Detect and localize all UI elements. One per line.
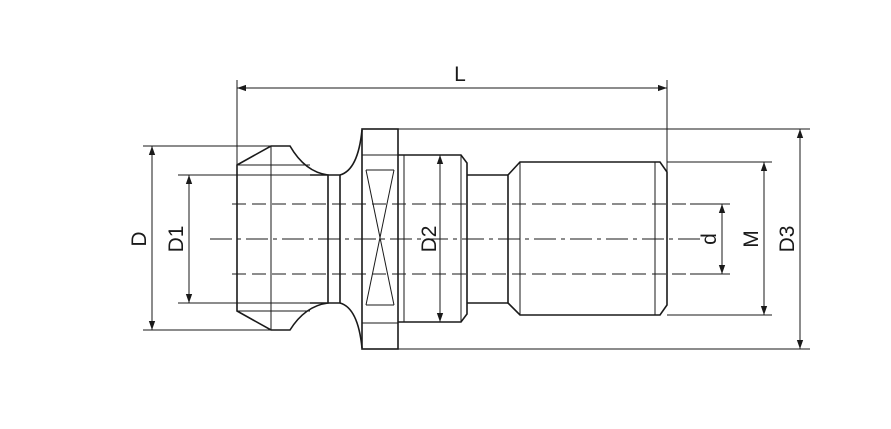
label-small-d: d (698, 233, 721, 245)
label-l: L (454, 63, 466, 86)
label-d3: D3 (776, 226, 799, 253)
flange-cross-b (365, 169, 395, 306)
thread-outline (507, 161, 668, 316)
label-d2: D2 (418, 226, 441, 253)
dimension-lines (148, 84, 804, 349)
collar-outline (339, 129, 363, 349)
label-d1: D1 (165, 226, 188, 253)
label-m: M (740, 230, 763, 248)
extension-lines (143, 80, 810, 350)
dimension-labels: L D D1 D2 d M D3 (128, 63, 799, 252)
label-d: D (128, 231, 151, 246)
hidden-lines (210, 203, 700, 275)
relief-outline (467, 174, 508, 304)
